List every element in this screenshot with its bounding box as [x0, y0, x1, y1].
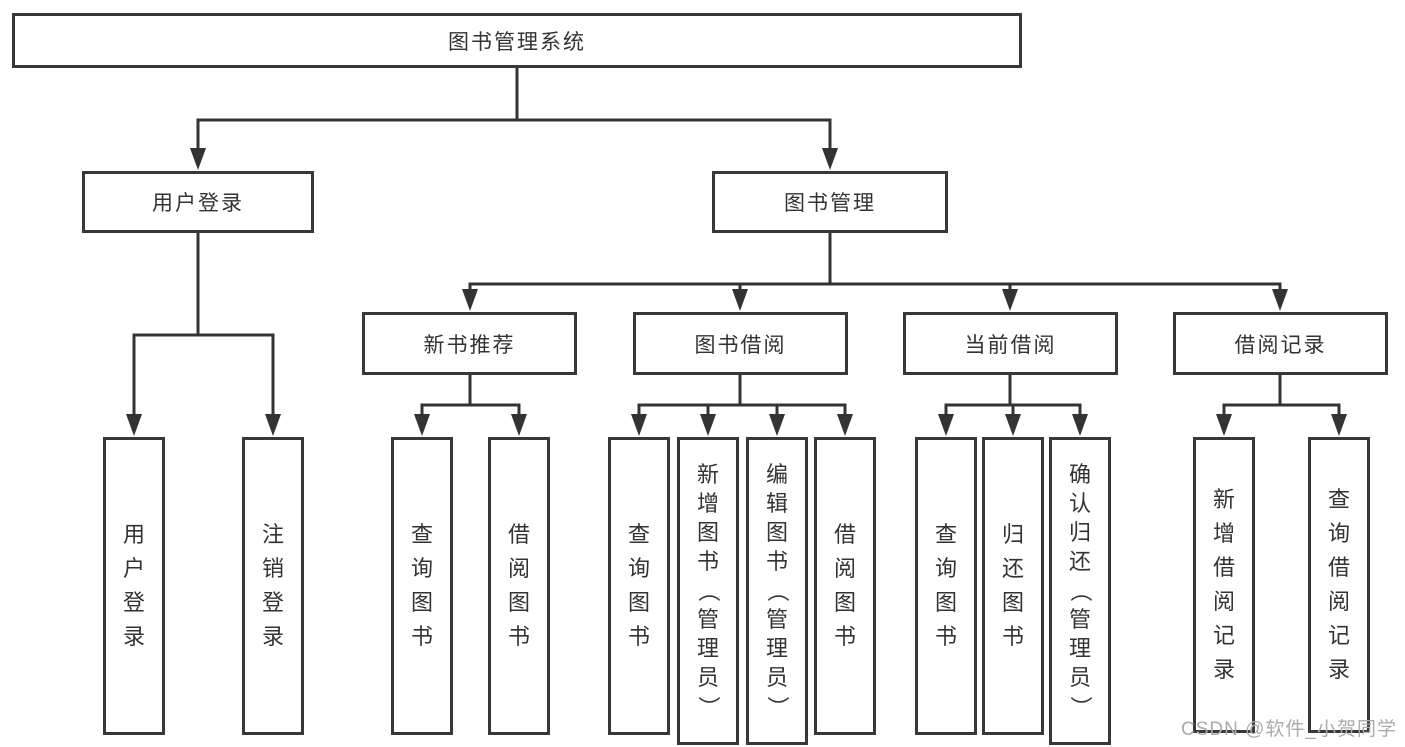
leaf-recommend-query-books-label: 查询图书: [410, 522, 433, 649]
leaf-add-borrow-record-label: 新增借阅记录: [1212, 487, 1235, 682]
leaf-add-books-admin: 新增图书（管理员）: [677, 437, 739, 745]
leaf-borrow-query-books-label: 查询图书: [627, 522, 650, 649]
node-root-system: 图书管理系统: [12, 13, 1022, 68]
node-borrow-records: 借阅记录: [1173, 312, 1388, 375]
leaf-borrow-books-label: 借阅图书: [833, 522, 856, 649]
node-current-borrow: 当前借阅: [903, 312, 1118, 375]
leaf-borrow-query-books: 查询图书: [608, 437, 670, 735]
leaf-return-books: 归还图书: [982, 437, 1044, 735]
leaf-borrow-books: 借阅图书: [814, 437, 876, 735]
leaf-query-borrow-record-label: 查询借阅记录: [1327, 487, 1350, 682]
leaf-confirm-return-admin-label: 确认归还（管理员）: [1067, 462, 1093, 719]
node-new-book-recommend: 新书推荐: [362, 312, 577, 375]
leaf-current-query-books-label: 查询图书: [934, 522, 957, 649]
leaf-edit-books-admin-label: 编辑图书（管理员）: [764, 462, 790, 719]
leaf-confirm-return-admin: 确认归还（管理员）: [1049, 437, 1111, 745]
leaf-user-login-label: 用户登录: [122, 522, 145, 649]
node-user-login-branch: 用户登录: [82, 171, 314, 233]
leaf-return-books-label: 归还图书: [1001, 522, 1024, 649]
node-book-management: 图书管理: [712, 171, 948, 233]
leaf-current-query-books: 查询图书: [915, 437, 977, 735]
leaf-edit-books-admin: 编辑图书（管理员）: [746, 437, 808, 745]
csdn-watermark: CSDN @软件_小贺同学: [1181, 719, 1397, 740]
leaf-user-login: 用户登录: [103, 437, 165, 735]
leaf-add-borrow-record: 新增借阅记录: [1193, 437, 1255, 733]
leaf-logout: 注销登录: [242, 437, 304, 735]
leaf-recommend-query-books: 查询图书: [391, 437, 453, 735]
leaf-query-borrow-record: 查询借阅记录: [1308, 437, 1370, 733]
leaf-add-books-admin-label: 新增图书（管理员）: [695, 462, 721, 719]
leaf-recommend-borrow-books: 借阅图书: [488, 437, 550, 735]
node-book-borrow: 图书借阅: [633, 312, 848, 375]
leaf-logout-label: 注销登录: [261, 522, 284, 649]
leaf-recommend-borrow-books-label: 借阅图书: [507, 522, 530, 649]
